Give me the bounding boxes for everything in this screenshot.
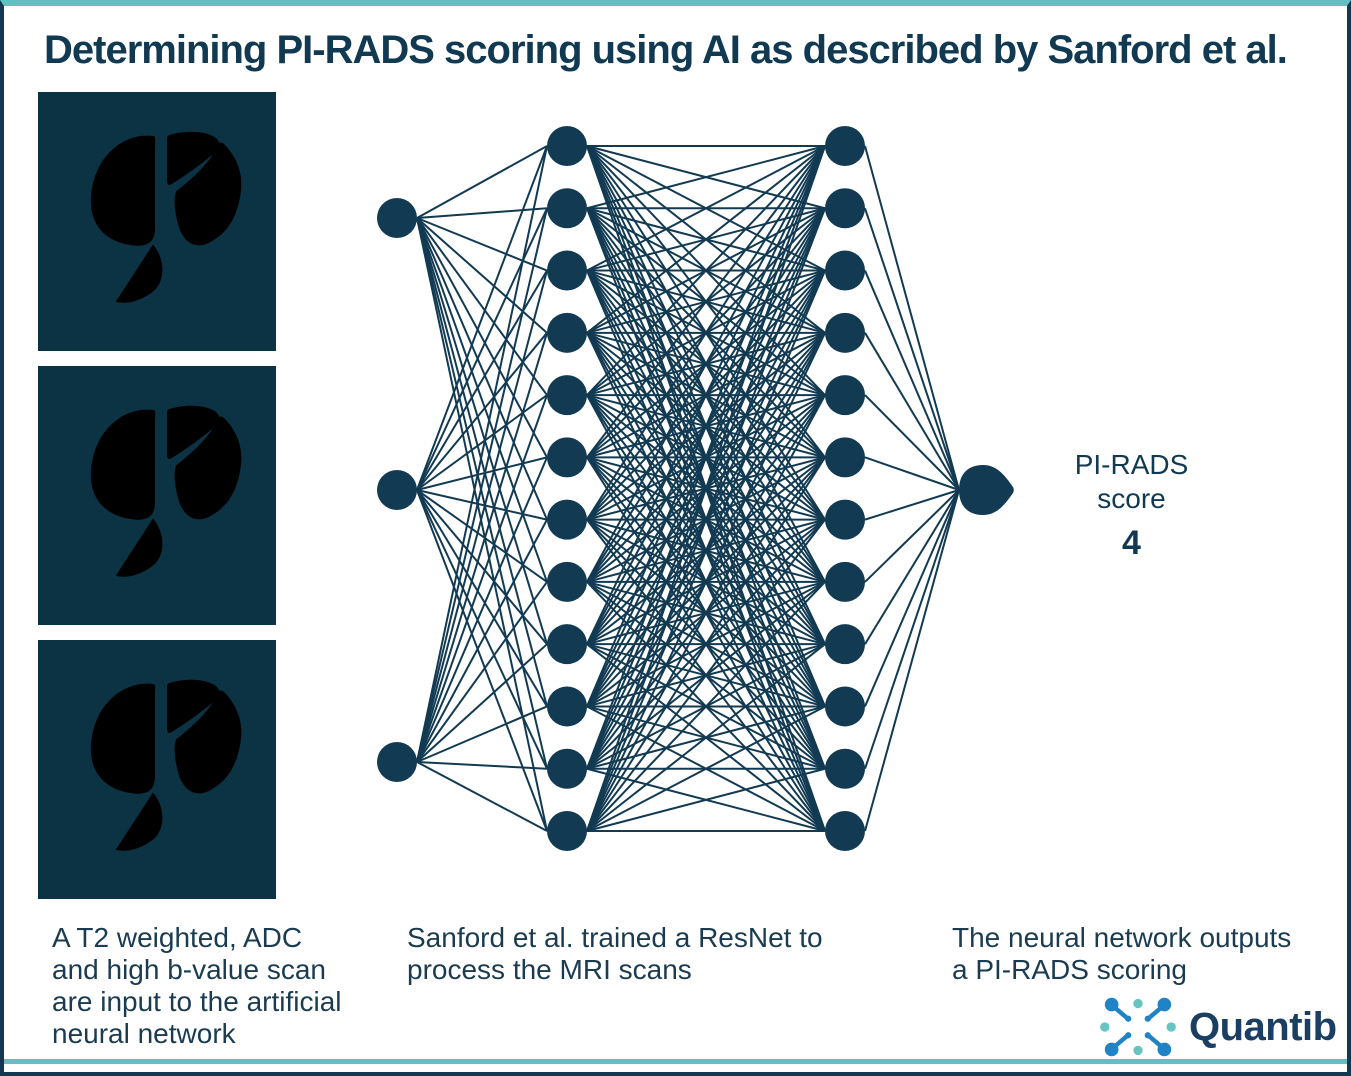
pi-rads-label-line2: score [1097, 483, 1166, 514]
caption-line: Sanford et al. trained a ResNet to [407, 922, 823, 953]
network-node [547, 561, 587, 602]
logo-dot [1144, 1015, 1151, 1022]
caption-line: and high b-value scan [52, 954, 326, 985]
pi-rads-score-value: 4 [1122, 524, 1141, 562]
network-node [547, 312, 587, 353]
pi-rads-output-panel: PI-RADS score 4 [1059, 448, 1204, 563]
network-node [825, 811, 865, 851]
prostate-illustration-adc [38, 366, 276, 625]
network-node [547, 375, 587, 416]
logo-dot [1125, 1032, 1132, 1039]
logo-arm [1146, 1005, 1164, 1021]
network-node [547, 624, 587, 665]
output-node [959, 465, 1014, 515]
network-node [825, 748, 865, 789]
network-node [825, 499, 865, 540]
input-layer [377, 198, 417, 782]
logo-dot [1125, 1015, 1132, 1022]
logo-dot [1144, 1032, 1151, 1039]
network-node [377, 198, 417, 238]
network-node [825, 561, 865, 602]
bottom-accent-bar [4, 1059, 1347, 1064]
quantib-logo: Quantib [1097, 994, 1337, 1060]
logo-arm [1112, 1033, 1130, 1049]
caption-line: neural network [52, 1018, 236, 1049]
hidden-layer-2 [825, 126, 865, 851]
pi-rads-label-line1: PI-RADS [1074, 449, 1189, 480]
network-node [825, 250, 865, 291]
network-node [547, 686, 587, 727]
quantib-logo-text: Quantib [1189, 1004, 1337, 1049]
quantib-logo-icon [1100, 997, 1176, 1057]
network-node [547, 188, 587, 229]
network-node [825, 312, 865, 353]
caption-line: are input to the artificial [52, 986, 342, 1017]
logo-dot [1133, 998, 1143, 1009]
caption-line: The neural network outputs [952, 922, 1292, 953]
prostate-illustration-t2 [38, 92, 276, 351]
caption-line: A T2 weighted, ADC [52, 922, 303, 953]
network-node [547, 748, 587, 789]
network-node [825, 188, 865, 229]
network-node [547, 811, 587, 851]
network-node [825, 126, 865, 166]
network-node [825, 437, 865, 478]
caption-line: a PI-RADS scoring [952, 954, 1187, 985]
network-edges [416, 145, 960, 832]
page-title: Determining PI-RADS scoring using AI as … [44, 28, 1288, 72]
logo-dot [1157, 1042, 1172, 1057]
network-node [377, 742, 417, 782]
logo-dot [1104, 1042, 1119, 1057]
scan-box-t2-weighted [38, 92, 276, 351]
hidden-layer-1 [547, 126, 587, 851]
network-node [377, 470, 417, 510]
output-layer [959, 465, 1014, 515]
network-node [547, 250, 587, 291]
scan-box-adc [38, 366, 276, 625]
logo-arm [1112, 1005, 1130, 1021]
network-node [547, 437, 587, 478]
prostate-illustration-high-b [38, 640, 276, 899]
logo-dot [1157, 997, 1172, 1012]
logo-dot [1133, 1045, 1143, 1056]
logo-dot [1166, 1022, 1176, 1032]
network-node [825, 686, 865, 727]
network-node [825, 375, 865, 416]
scan-box-high-b-value [38, 640, 276, 899]
logo-dot [1104, 997, 1119, 1012]
logo-arm [1146, 1033, 1164, 1049]
logo-dot [1100, 1022, 1110, 1032]
network-node [825, 624, 865, 665]
network-node [547, 499, 587, 540]
network-node [547, 126, 587, 166]
caption-line: process the MRI scans [407, 954, 692, 985]
